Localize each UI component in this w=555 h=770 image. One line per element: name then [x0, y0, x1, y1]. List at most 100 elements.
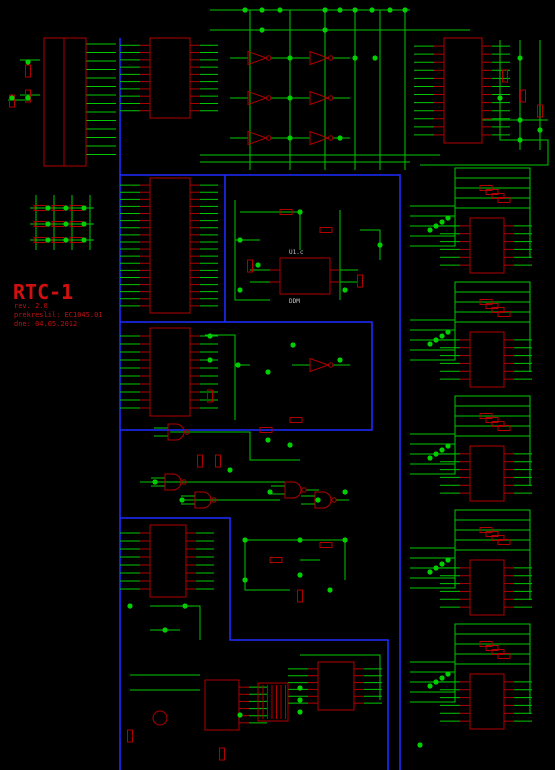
junction-dot — [287, 55, 293, 61]
buffer-gate — [309, 50, 330, 66]
wire — [410, 395, 531, 446]
junction-dot — [63, 221, 69, 227]
part-label-ddm: DDM — [289, 298, 300, 305]
wire — [245, 539, 346, 580]
and-gate-bubble — [331, 497, 337, 503]
ic-chip — [460, 217, 514, 274]
resistor — [357, 274, 363, 288]
junction-dot — [427, 341, 433, 347]
junction-dot — [45, 237, 51, 243]
wire — [410, 623, 531, 674]
wire — [410, 321, 531, 372]
resistor — [197, 454, 203, 468]
junction-dot — [227, 467, 233, 473]
resistor — [497, 197, 511, 203]
junction-dot — [327, 587, 333, 593]
junction-dot — [427, 569, 433, 575]
junction-dot — [63, 237, 69, 243]
buffer-gate — [247, 90, 268, 106]
junction-dot — [287, 135, 293, 141]
buffer-gate-bubble — [328, 362, 334, 368]
resistor — [297, 589, 303, 603]
ic-body — [469, 217, 505, 274]
buffer-gate-bubble — [266, 55, 272, 61]
resistor — [319, 227, 333, 233]
junction-dot — [242, 537, 248, 543]
resistor — [259, 427, 273, 433]
junction-dot — [81, 237, 87, 243]
and-gate-bubble — [184, 429, 190, 435]
junction-dot — [290, 342, 296, 348]
ic-chip — [434, 37, 492, 144]
ic-body — [149, 37, 191, 119]
buffer-gate — [309, 357, 330, 373]
junction-dot — [242, 577, 248, 583]
junction-dot — [207, 357, 213, 363]
resistor — [319, 542, 333, 548]
ic-body — [317, 661, 355, 711]
junction-dot — [237, 287, 243, 293]
junction-dot — [433, 337, 439, 343]
junction-dot — [237, 237, 243, 243]
junction-dot — [322, 7, 328, 13]
junction-dot — [439, 561, 445, 567]
junction-dot — [259, 27, 265, 33]
junction-dot — [352, 55, 358, 61]
revision-text: rev. 2.0 — [14, 302, 48, 310]
resistor-array — [257, 682, 289, 722]
junction-dot — [372, 55, 378, 61]
junction-dot — [277, 7, 283, 13]
junction-dot — [81, 221, 87, 227]
junction-dot — [369, 7, 375, 13]
wire — [360, 229, 381, 260]
title-block: RTC-1 rev. 2.0 prekreslil: EC1045.01 dne… — [13, 280, 103, 328]
junction-dot — [537, 127, 543, 133]
junction-dot — [342, 489, 348, 495]
junction-dot — [433, 223, 439, 229]
junction-dot — [63, 205, 69, 211]
resistor — [537, 104, 543, 118]
ic-body — [279, 257, 331, 295]
junction-dot — [242, 7, 248, 13]
junction-dot — [427, 455, 433, 461]
junction-dot — [517, 117, 523, 123]
author-text: prekreslil: EC1045.01 — [14, 311, 103, 319]
ic-chip — [140, 524, 196, 598]
junction-dot — [439, 447, 445, 453]
junction-dot — [517, 55, 523, 61]
wire-layer — [8, 9, 549, 724]
ic-chip — [270, 257, 340, 295]
wire — [410, 281, 531, 332]
buffer-gate — [309, 90, 330, 106]
junction-dot — [337, 357, 343, 363]
ic-body — [149, 524, 187, 598]
wire — [234, 200, 270, 301]
buffer-gate — [247, 130, 268, 146]
ic-chip — [140, 177, 200, 314]
junction-dot — [237, 712, 243, 718]
resistor — [289, 417, 303, 423]
wire — [240, 211, 301, 250]
junction-dot — [427, 227, 433, 233]
junction-dot — [297, 709, 303, 715]
junction-dot — [265, 437, 271, 443]
wire — [410, 549, 531, 600]
buffer-gate-bubble — [266, 95, 272, 101]
ic-chip — [460, 445, 514, 502]
junction-dot — [9, 95, 15, 101]
wire — [410, 207, 531, 258]
junction-dot — [297, 537, 303, 543]
junction-dot — [182, 603, 188, 609]
junction-dot — [342, 287, 348, 293]
resistor — [25, 64, 31, 78]
junction-dot — [179, 497, 185, 503]
transformer-coil — [152, 710, 168, 726]
junction-dot — [342, 537, 348, 543]
junction-dot — [127, 603, 133, 609]
junction-dot — [497, 95, 503, 101]
junction-dot — [445, 671, 451, 677]
junction-dot — [265, 369, 271, 375]
and-gate-bubble — [211, 497, 217, 503]
junction-dot — [25, 59, 31, 65]
